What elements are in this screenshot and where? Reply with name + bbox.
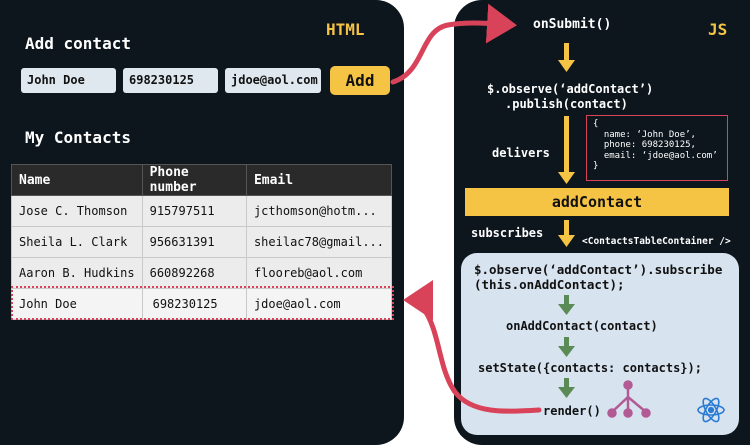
cell-phone: 956631391 [141,226,247,258]
new-contact-row: John Doe 698230125 jdoe@aol.com [11,288,393,320]
yellow-arrow-1 [558,43,575,72]
react-icon [697,397,725,423]
render-arrow [403,280,542,414]
phone-input[interactable]: 698230125 [123,68,218,93]
on-submit-label: onSubmit() [533,17,612,32]
add-contact-title: Add contact [25,34,131,53]
yellow-arrow-3 [558,220,575,247]
on-add-contact-label: onAddContact(contact) [506,319,658,333]
add-button[interactable]: Add [330,66,390,95]
component-name-label: <ContactsTableContainer /> [582,236,731,247]
subscribe-line2: (this.onAddContact); [474,277,625,292]
table-row: Sheila L. Clark 956631391 sheilac78@gmai… [11,226,393,258]
cell-phone: 698230125 [141,288,247,320]
table-row: Aaron B. Hudkins 660892268 flooreb@aol.c… [11,257,393,289]
cell-email: sheilac78@gmail... [245,226,393,258]
cell-email: flooreb@aol.com [245,257,393,289]
green-arrow-3 [558,378,575,398]
cell-name: Sheila L. Clark [11,226,143,258]
html-tag: HTML [326,20,365,39]
contact-object: { name: ‘John Doe’, phone: 698230125, em… [586,115,728,181]
set-state-label: setState({contacts: contacts}); [478,361,702,375]
cell-email: jdoe@aol.com [245,288,393,320]
render-label: render() [543,404,601,418]
header-phone: Phone number [141,164,247,196]
contacts-table: Name Phone number Email Jose C. Thomson … [11,164,393,320]
my-contacts-title: My Contacts [25,128,131,147]
name-input[interactable]: John Doe [21,68,116,93]
submit-arrow [390,3,517,85]
email-input[interactable]: jdoe@aol.com [225,68,321,93]
yellow-arrow-2 [558,116,575,184]
observe-publish-line1: $.observe(‘addContact’) [487,82,654,96]
header-email: Email [245,164,393,196]
green-arrow-1 [558,295,575,315]
delivers-label: delivers [492,146,550,160]
add-contact-event: addContact [465,188,729,216]
green-arrow-2 [558,337,575,357]
js-tag: JS [708,20,728,39]
cell-name: Jose C. Thomson [11,195,143,227]
cell-name: John Doe [11,288,143,320]
subscribe-line1: $.observe(‘addContact’).subscribe [474,262,723,277]
component-container [461,253,739,435]
cell-name: Aaron B. Hudkins [11,257,143,289]
cell-phone: 660892268 [141,257,247,289]
cell-email: jcthomson@hotm... [245,195,393,227]
observe-publish-line2: .publish(contact) [505,97,628,111]
subscribes-label: subscribes [471,226,544,240]
table-row: Jose C. Thomson 915797511 jcthomson@hotm… [11,195,393,227]
component-tree-icon [607,380,651,418]
